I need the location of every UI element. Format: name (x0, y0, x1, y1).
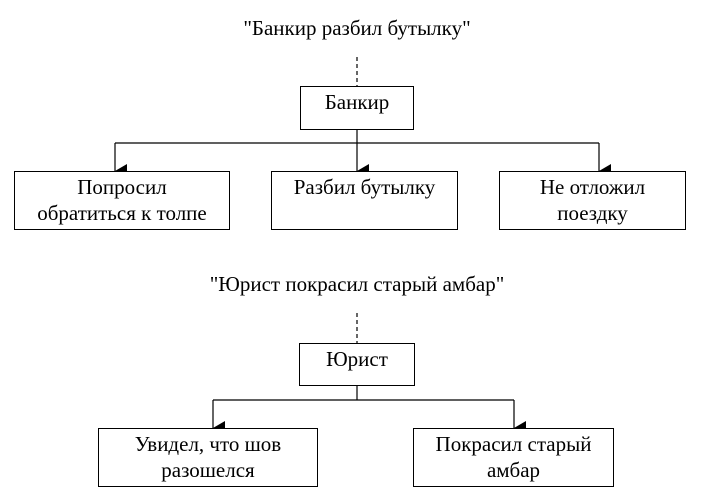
child-node-1a-line1: Попросил (77, 175, 167, 199)
child-node-1a: Попросил обратиться к толпе (14, 171, 230, 230)
child-node-1b: Разбил бутылку (271, 171, 458, 230)
child-node-1c-line1: Не отложил (539, 175, 646, 199)
diagram1-title: "Банкир разбил бутылку" (243, 16, 471, 40)
child-node-2b: Покрасил старый амбар (413, 428, 614, 487)
root-node-2-label: Юрист (326, 347, 388, 371)
root-node-2: Юрист (299, 343, 415, 386)
child-node-1b-line1: Разбил бутылку (293, 175, 436, 199)
child-node-1c-line2: поездку (557, 201, 628, 225)
child-node-1c: Не отложил поездку (499, 171, 686, 230)
child-node-2a-line2: разошелся (161, 458, 255, 482)
root-node-1-label: Банкир (324, 90, 390, 114)
child-node-1a-line2: обратиться к толпе (37, 201, 207, 225)
child-node-2a: Увидел, что шов разошелся (98, 428, 318, 487)
child-node-2b-line1: Покрасил старый (435, 432, 592, 456)
diagram2-title: "Юрист покрасил старый амбар" (209, 272, 505, 296)
root-node-1: Банкир (300, 86, 414, 130)
child-node-2a-line1: Увидел, что шов (134, 432, 282, 456)
child-node-2b-line2: амбар (486, 458, 541, 482)
